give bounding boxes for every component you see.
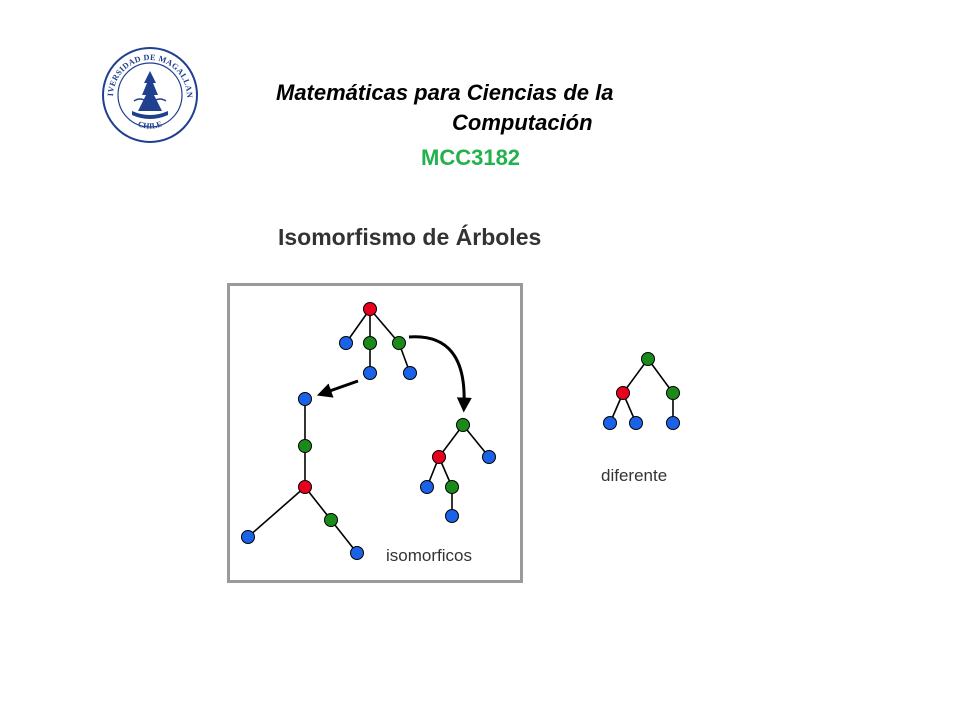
isomorphic-trees-frame xyxy=(227,283,523,583)
tree-a-nodes xyxy=(339,302,417,380)
tree-b-edge xyxy=(304,486,332,521)
tree-b xyxy=(247,399,358,554)
tree-d-edge xyxy=(647,358,674,394)
tree-b-nodes xyxy=(241,392,364,560)
slide-title-line1: Matemáticas para Ciencias de la xyxy=(276,80,614,105)
tree-node xyxy=(298,480,312,494)
tree-node xyxy=(392,336,406,350)
tree-node xyxy=(241,530,255,544)
tree-node xyxy=(641,352,655,366)
tree-d-edge xyxy=(622,358,649,394)
tree-node xyxy=(420,480,434,494)
course-code: MCC3182 xyxy=(421,145,521,170)
svg-text:CHILE: CHILE xyxy=(137,119,164,130)
tree-d-nodes xyxy=(603,352,680,430)
tree-node xyxy=(629,416,643,430)
tree-node xyxy=(298,392,312,406)
tree-node xyxy=(363,366,377,380)
tree-node xyxy=(445,509,459,523)
tree-b-edge xyxy=(247,486,306,538)
tree-node xyxy=(666,416,680,430)
tree-b-edge xyxy=(330,519,358,554)
tree-node xyxy=(403,366,417,380)
tree-node xyxy=(482,450,496,464)
diagram-heading: Isomorfismo de Árboles xyxy=(278,224,542,250)
tree-c-nodes xyxy=(420,418,496,523)
tree-node xyxy=(666,386,680,400)
university-seal-logo: UNIVERSIDAD DE MAGALLANES CHILE xyxy=(100,45,198,143)
tree-node xyxy=(350,546,364,560)
caption-different: diferente xyxy=(601,466,668,485)
tree-node xyxy=(298,439,312,453)
caption-isomorphic: isomorficos xyxy=(386,546,472,565)
tree-node xyxy=(432,450,446,464)
slide-title-line2: Computación xyxy=(452,110,593,135)
tree-node xyxy=(363,336,377,350)
tree-node xyxy=(324,513,338,527)
tree-a-edge xyxy=(369,308,400,344)
tree-c xyxy=(426,424,490,516)
arrow-to-right-tree xyxy=(408,335,472,413)
tree-node xyxy=(456,418,470,432)
tree-node xyxy=(445,480,459,494)
tree-node xyxy=(603,416,617,430)
tree-node xyxy=(616,386,630,400)
arrow-to-left-tree xyxy=(316,379,359,398)
tree-node xyxy=(339,336,353,350)
tree-node xyxy=(363,302,377,316)
